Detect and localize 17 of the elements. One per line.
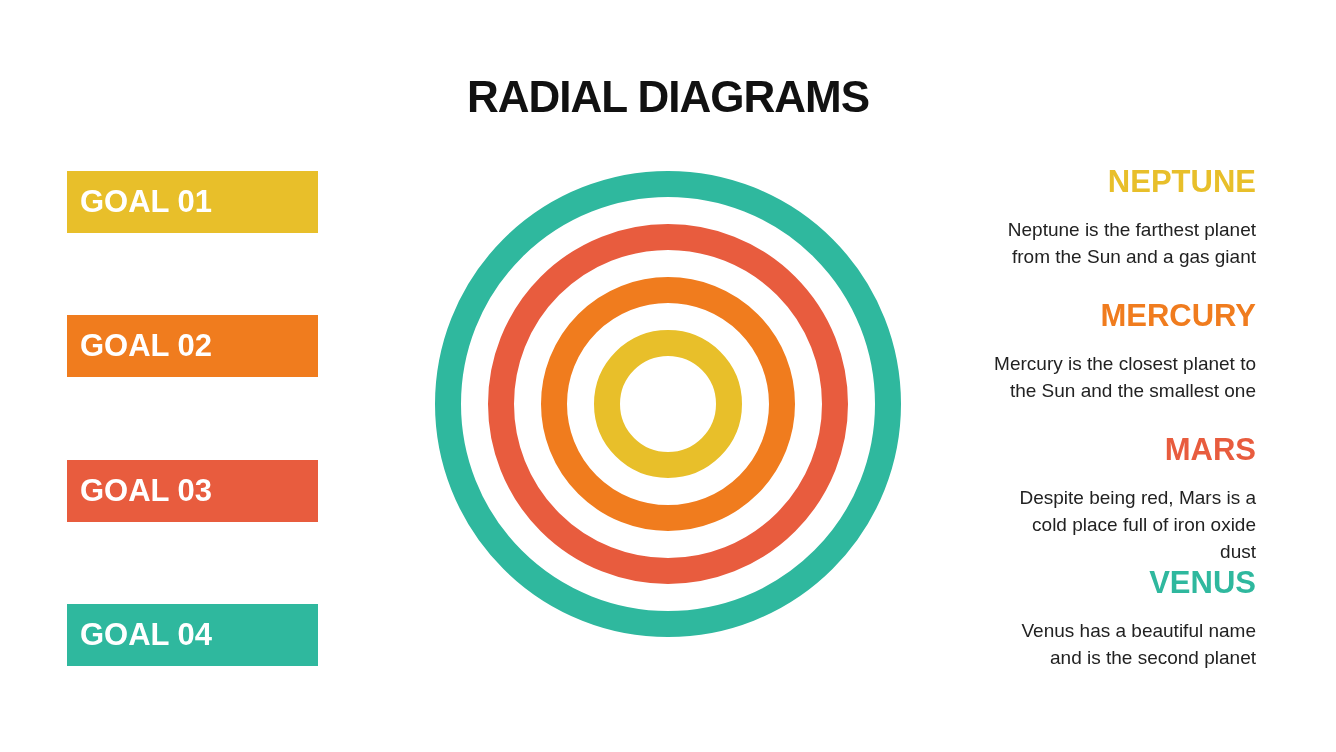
planet-heading: NEPTUNE [1107,164,1256,200]
ring [541,277,795,531]
planet-description: Despite being red, Mars is a cold place full of iron oxide dust [1018,486,1256,564]
planet-description: Mercury is the closest planet to the Sun and the smallest one [993,352,1256,403]
title: RADIAL DIAGRAMS [465,72,871,122]
goal-bar: GOAL 02 [67,315,318,377]
goal-bar: GOAL 03 [67,460,318,522]
planet-description: Neptune is the farthest planet from the Sun and a gas giant [1006,218,1256,269]
goal-bar: GOAL 04 [67,604,318,666]
planet-heading: MERCURY [1100,298,1256,334]
ring [435,171,901,637]
planet-description: Venus has a beautiful name and is the second planet [1021,619,1256,670]
ring [594,330,742,478]
planet-heading: VENUS [1149,565,1256,601]
ring [488,224,848,584]
goal-bar: GOAL 01 [67,171,318,233]
planet-heading: MARS [1164,432,1256,468]
